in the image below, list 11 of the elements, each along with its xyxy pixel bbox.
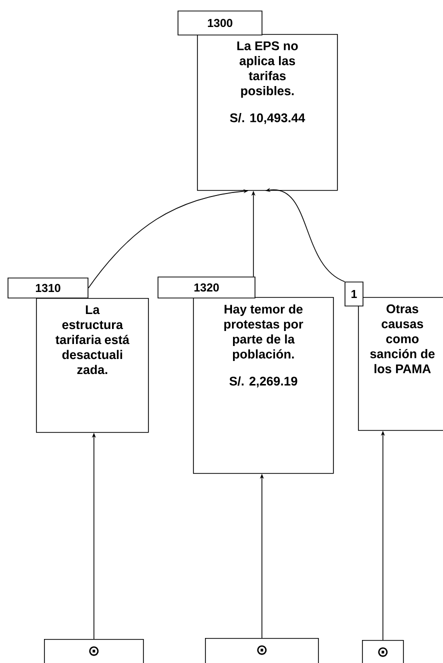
box: La EPS no aplica las tarifas posibles. S/. 10,493.44 — [197, 34, 338, 191]
box: La estructura tarifaria está desactuali zada. — [36, 298, 149, 433]
number-tab: 1 — [344, 282, 364, 306]
box: ⊙ — [44, 639, 144, 663]
number-tab: 1300 — [178, 10, 262, 36]
box: Hay temor de protestas por parte de la población. S/. 2,269.19 — [193, 297, 334, 474]
box: Otras causas como sanción de los PAMA — [358, 297, 443, 431]
number-tab: 1310 — [8, 278, 88, 298]
number-tab: 1320 — [158, 276, 256, 298]
box: ⊙ — [205, 638, 319, 663]
box: ⊙ — [362, 640, 404, 663]
